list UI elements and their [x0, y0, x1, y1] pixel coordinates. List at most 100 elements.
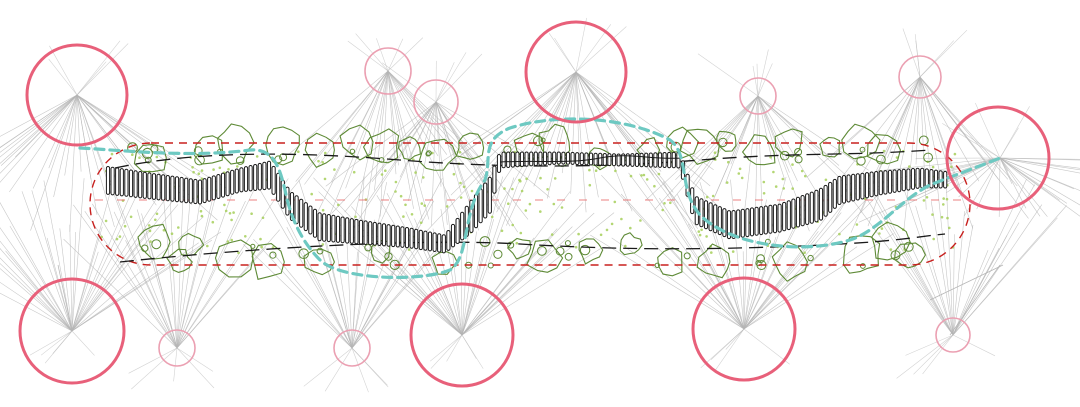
tree-ring-icon [493, 249, 503, 259]
planting-dot-icon [574, 245, 578, 249]
fan-line [382, 62, 437, 103]
fan-line [461, 212, 615, 336]
vertical-bar-mark-icon [565, 151, 571, 165]
tree-canopy-icon [217, 123, 255, 165]
tree-canopy-icon [194, 135, 224, 165]
fan-line [0, 94, 78, 158]
vertical-bar-mark-icon [653, 152, 658, 168]
fan-line [548, 33, 577, 73]
fan-line [570, 71, 577, 194]
tree-canopy-icon [741, 134, 776, 166]
fan-line [0, 248, 73, 332]
vertical-bar-mark-icon [138, 171, 143, 199]
lower-centerline-dashed [119, 233, 946, 263]
fan-line [395, 241, 463, 336]
fan-line [374, 70, 389, 191]
vertical-bar-mark-icon [823, 184, 828, 217]
fan-line [905, 334, 954, 356]
planting-dot-icon [524, 209, 528, 212]
planting-dot-icon [663, 202, 666, 205]
planting-dot-icon [410, 213, 414, 216]
planting-dot-icon [727, 160, 730, 164]
planting-dot-icon [131, 153, 134, 156]
vertical-bar-mark-icon [791, 198, 796, 229]
vertical-bar-mark-icon [294, 195, 299, 225]
fan-line [128, 347, 178, 374]
node-rings-group [18, 20, 1051, 388]
planting-dot-icon [227, 168, 230, 171]
fan-line [363, 227, 463, 336]
fan-line [864, 180, 954, 336]
vertical-bar-mark-icon [782, 201, 787, 232]
tree-canopy-icon [894, 242, 927, 269]
teal-route-dashed [78, 117, 1002, 280]
vertical-bar-mark-icon [740, 208, 745, 238]
vertical-bar-mark-icon [556, 151, 561, 165]
planting-dot-icon [260, 245, 264, 249]
fan-line [757, 95, 763, 223]
planting-dot-icon [931, 213, 934, 216]
fan-line [176, 200, 246, 349]
planting-dot-icon [953, 152, 957, 156]
fan-line [387, 38, 404, 72]
fan-line [754, 95, 759, 228]
fan-line [700, 328, 745, 369]
planting-dot-icon [700, 228, 703, 232]
vertical-bar-mark-icon [501, 151, 506, 169]
planting-dot-icon [394, 190, 397, 193]
fan-line [63, 238, 178, 349]
vertical-bar-mark-icon [506, 151, 511, 168]
fan-line [0, 94, 78, 183]
fan-line [435, 101, 442, 187]
vertical-bar-mark-icon [648, 152, 653, 168]
fan-line [326, 242, 353, 349]
fan-line [351, 242, 424, 349]
vertical-bar-mark-icon [828, 181, 833, 213]
fan-line [387, 37, 424, 72]
vertical-bar-mark-icon [188, 178, 193, 204]
planting-dot-icon [200, 169, 204, 172]
fan-line [757, 95, 849, 178]
tree-canopy-icon [506, 237, 532, 260]
fan-line [345, 70, 389, 189]
vertical-bar-mark-icon [262, 161, 267, 191]
tree-ring-icon [533, 135, 544, 147]
planting-dot-icon [118, 235, 122, 238]
fan-line [743, 212, 842, 330]
fan-line [48, 58, 78, 96]
planting-dot-icon [922, 199, 926, 202]
vertical-bar-mark-icon [128, 169, 134, 198]
planting-dot-icon [123, 224, 127, 228]
fan-line [0, 94, 78, 174]
planting-dot-icon [738, 167, 742, 171]
fan-line [919, 76, 951, 174]
vertical-bar-mark-icon [446, 230, 451, 251]
vertical-bar-mark-icon [731, 210, 736, 239]
vertical-bar-mark-icon [381, 223, 387, 247]
fan-line [915, 76, 921, 165]
fan-line [73, 204, 178, 349]
planting-dot-icon [404, 203, 407, 207]
fan-line [743, 246, 858, 330]
vertical-bar-mark-icon [887, 169, 893, 194]
tree-canopy-icon [178, 232, 205, 256]
fan-line [440, 209, 463, 336]
fan-line [76, 94, 115, 228]
planting-dot-icon [431, 151, 434, 155]
fan-line [876, 157, 1001, 172]
fan-line [952, 204, 1043, 336]
tree-ring-icon [316, 247, 324, 255]
planting-dot-icon [380, 173, 384, 176]
circle-node-icon [945, 105, 1051, 211]
fan-line [533, 71, 577, 187]
tree-ring-icon [890, 250, 901, 261]
planting-dot-icon [422, 176, 425, 179]
vertical-bar-mark-icon [409, 227, 414, 249]
fan-line [347, 40, 389, 72]
fan-line [71, 191, 162, 332]
fan-line [92, 203, 178, 349]
circle-node-icon [898, 55, 942, 99]
fan-line [461, 334, 477, 359]
planting-dot-icon [511, 187, 514, 191]
fan-line [919, 76, 942, 180]
